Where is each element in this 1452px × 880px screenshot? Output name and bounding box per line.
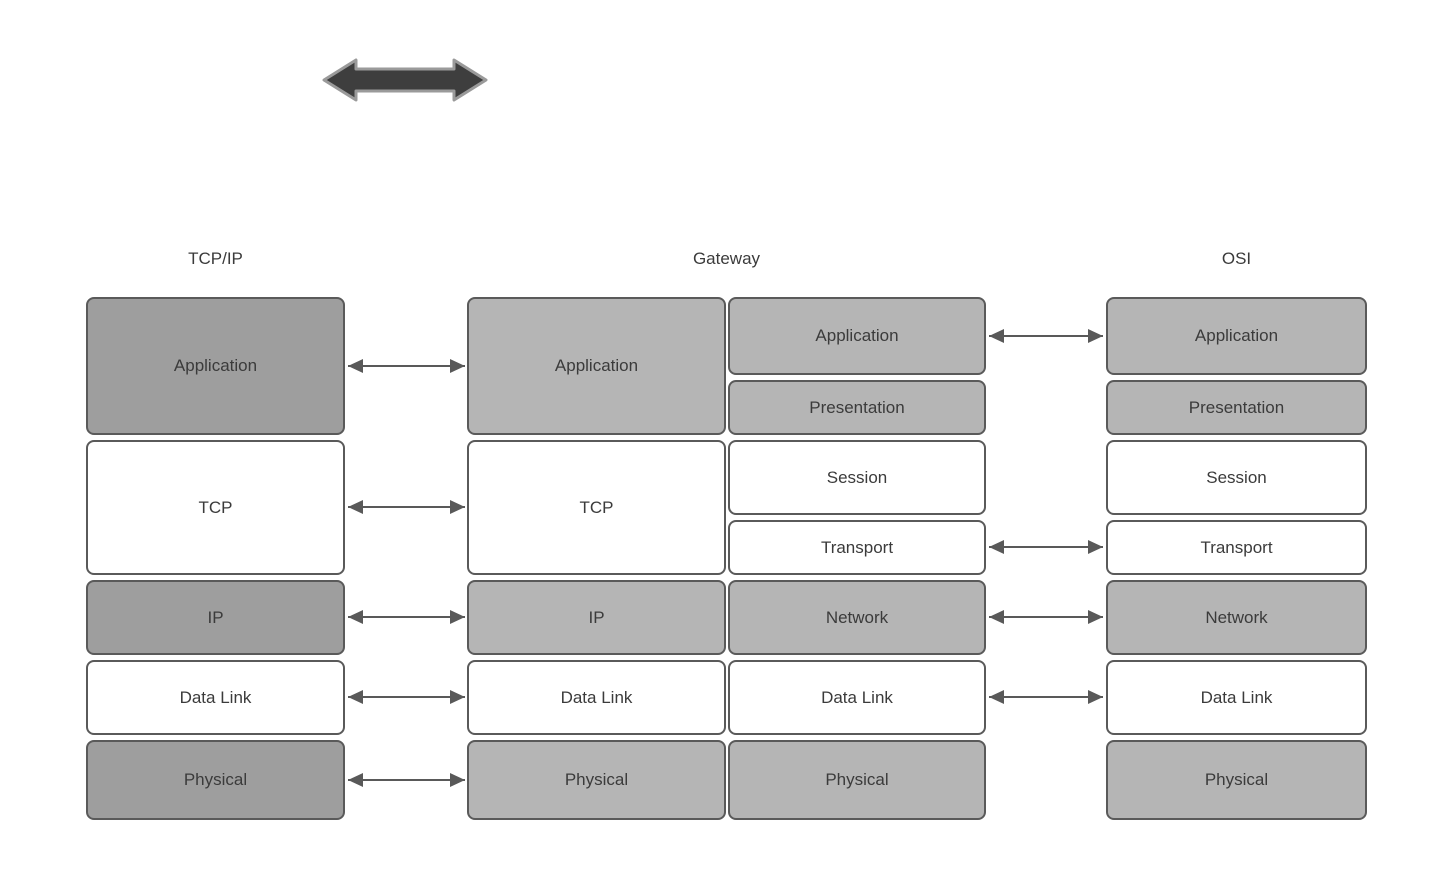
arrow-tcpip-gateway-data-link-icon — [348, 690, 465, 704]
arrow-tcpip-gateway-tcp-icon — [348, 500, 465, 514]
gateway-left-layer-ip: IP — [467, 580, 726, 655]
tcpip-layer-data-link: Data Link — [86, 660, 345, 735]
gateway-column-header: Gateway — [692, 249, 761, 268]
gateway-right-layer-network: Network — [728, 580, 986, 655]
gateway-left-layer-tcp: TCP — [467, 440, 726, 575]
gateway-left-layer-data-link: Data Link — [467, 660, 726, 735]
osi-layer-network: Network — [1106, 580, 1367, 655]
tcpip-column-header: TCP/IP — [188, 249, 243, 268]
arrow-gateway-osi-network-icon — [989, 610, 1103, 624]
thick-double-arrow-icon — [322, 58, 488, 102]
tcpip-layer-ip: IP — [86, 580, 345, 655]
osi-layer-presentation: Presentation — [1106, 380, 1367, 435]
gateway-right-layer-transport: Transport — [728, 520, 986, 575]
arrow-tcpip-gateway-application-icon — [348, 359, 465, 373]
osi-layer-physical: Physical — [1106, 740, 1367, 820]
osi-layer-data-link: Data Link — [1106, 660, 1367, 735]
tcpip-layer-application: Application — [86, 297, 345, 435]
osi-layer-session: Session — [1106, 440, 1367, 515]
osi-layer-transport: Transport — [1106, 520, 1367, 575]
gateway-right-layer-application: Application — [728, 297, 986, 375]
gateway-right-layer-physical: Physical — [728, 740, 986, 820]
gateway-right-layer-session: Session — [728, 440, 986, 515]
tcpip-layer-tcp: TCP — [86, 440, 345, 575]
arrow-gateway-osi-data-link-icon — [989, 690, 1103, 704]
arrow-gateway-osi-application-icon — [989, 329, 1103, 343]
arrow-gateway-osi-transport-icon — [989, 540, 1103, 554]
gateway-right-layer-presentation: Presentation — [728, 380, 986, 435]
osi-column-header: OSI — [1221, 249, 1252, 268]
tcpip-layer-physical: Physical — [86, 740, 345, 820]
arrow-tcpip-gateway-physical-icon — [348, 773, 465, 787]
gateway-right-layer-data-link: Data Link — [728, 660, 986, 735]
gateway-left-layer-physical: Physical — [467, 740, 726, 820]
gateway-left-layer-application: Application — [467, 297, 726, 435]
arrow-tcpip-gateway-ip-icon — [348, 610, 465, 624]
osi-layer-application: Application — [1106, 297, 1367, 375]
